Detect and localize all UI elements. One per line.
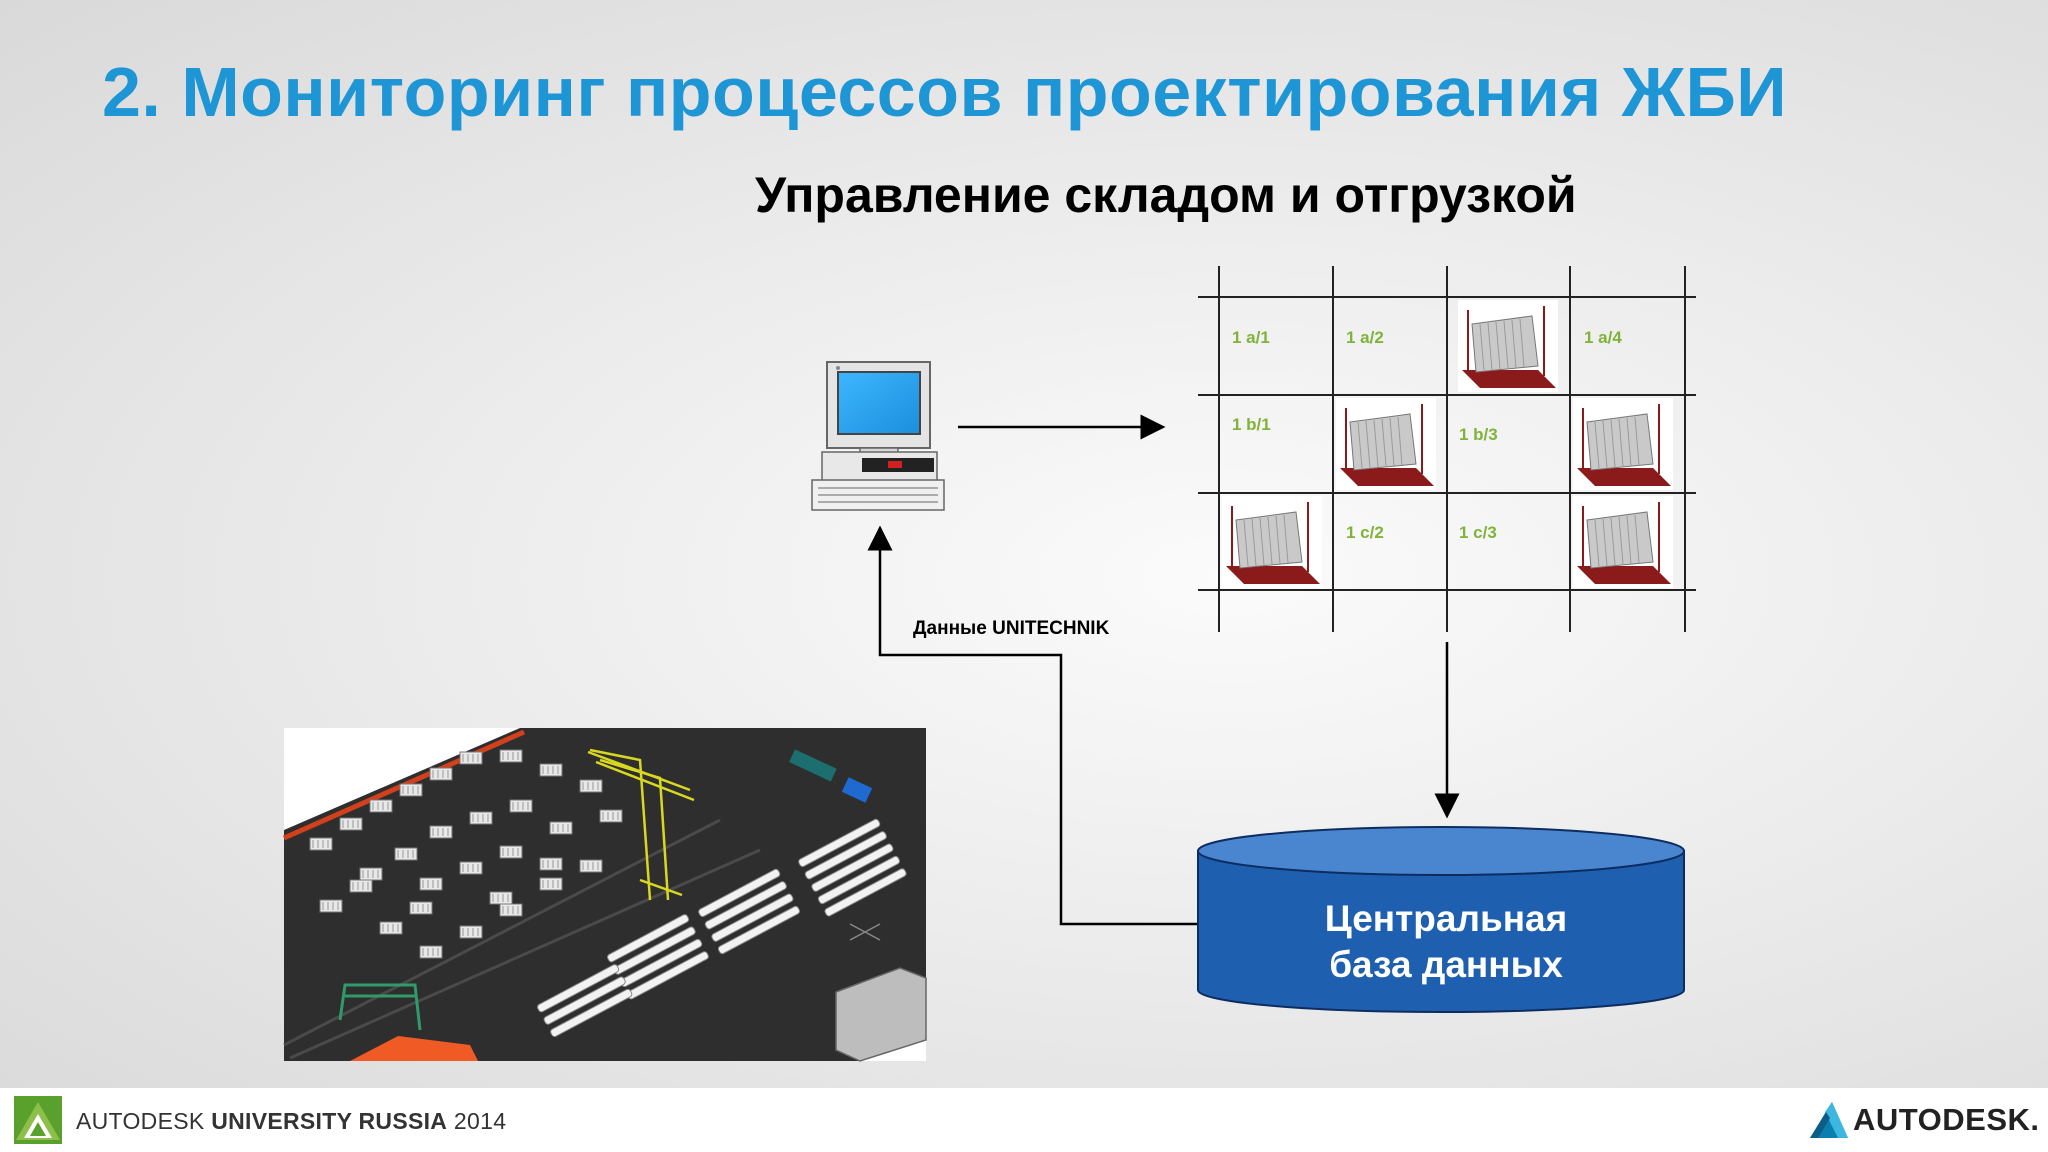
warehouse-render — [282, 728, 927, 1062]
grid-cell-label: 1 a/4 — [1584, 328, 1622, 347]
grid-cell-label: 1 c/3 — [1459, 523, 1497, 542]
grid-cell-label: 1 a/1 — [1232, 328, 1270, 347]
database-label-line1: Центральная — [1324, 898, 1568, 939]
database-label: Центральная база данных — [1196, 896, 1696, 988]
slide-footer — [0, 1088, 2048, 1152]
au-logo-icon — [14, 1096, 62, 1144]
event-prefix: AUTODESK — [76, 1108, 205, 1134]
event-title: UNIVERSITY RUSSIA — [211, 1108, 448, 1134]
grid-cell-label: 1 c/2 — [1346, 523, 1384, 542]
autodesk-logo-icon — [1810, 1102, 1848, 1138]
central-database — [1197, 826, 1685, 1013]
storage-grid — [1198, 266, 1696, 632]
data-flow-label: Данные UNITECHNIK — [913, 618, 1110, 639]
slide-title: 2. Мониторинг процессов проектирования Ж… — [102, 53, 1788, 131]
grid-cell-label: 1 b/1 — [1232, 415, 1271, 434]
database-label-line2: база данных — [1329, 944, 1563, 985]
brand-name: AUTODESK. — [1853, 1102, 2040, 1137]
slide-subtitle: Управление складом и отгрузкой — [755, 167, 1577, 223]
computer-icon — [811, 361, 945, 511]
grid-cell-label: 1 a/2 — [1346, 328, 1384, 347]
event-year: 2014 — [453, 1108, 507, 1134]
grid-cell-label: 1 b/3 — [1459, 425, 1498, 444]
event-name: AUTODESK UNIVERSITY RUSSIA 2014 — [76, 1108, 506, 1135]
